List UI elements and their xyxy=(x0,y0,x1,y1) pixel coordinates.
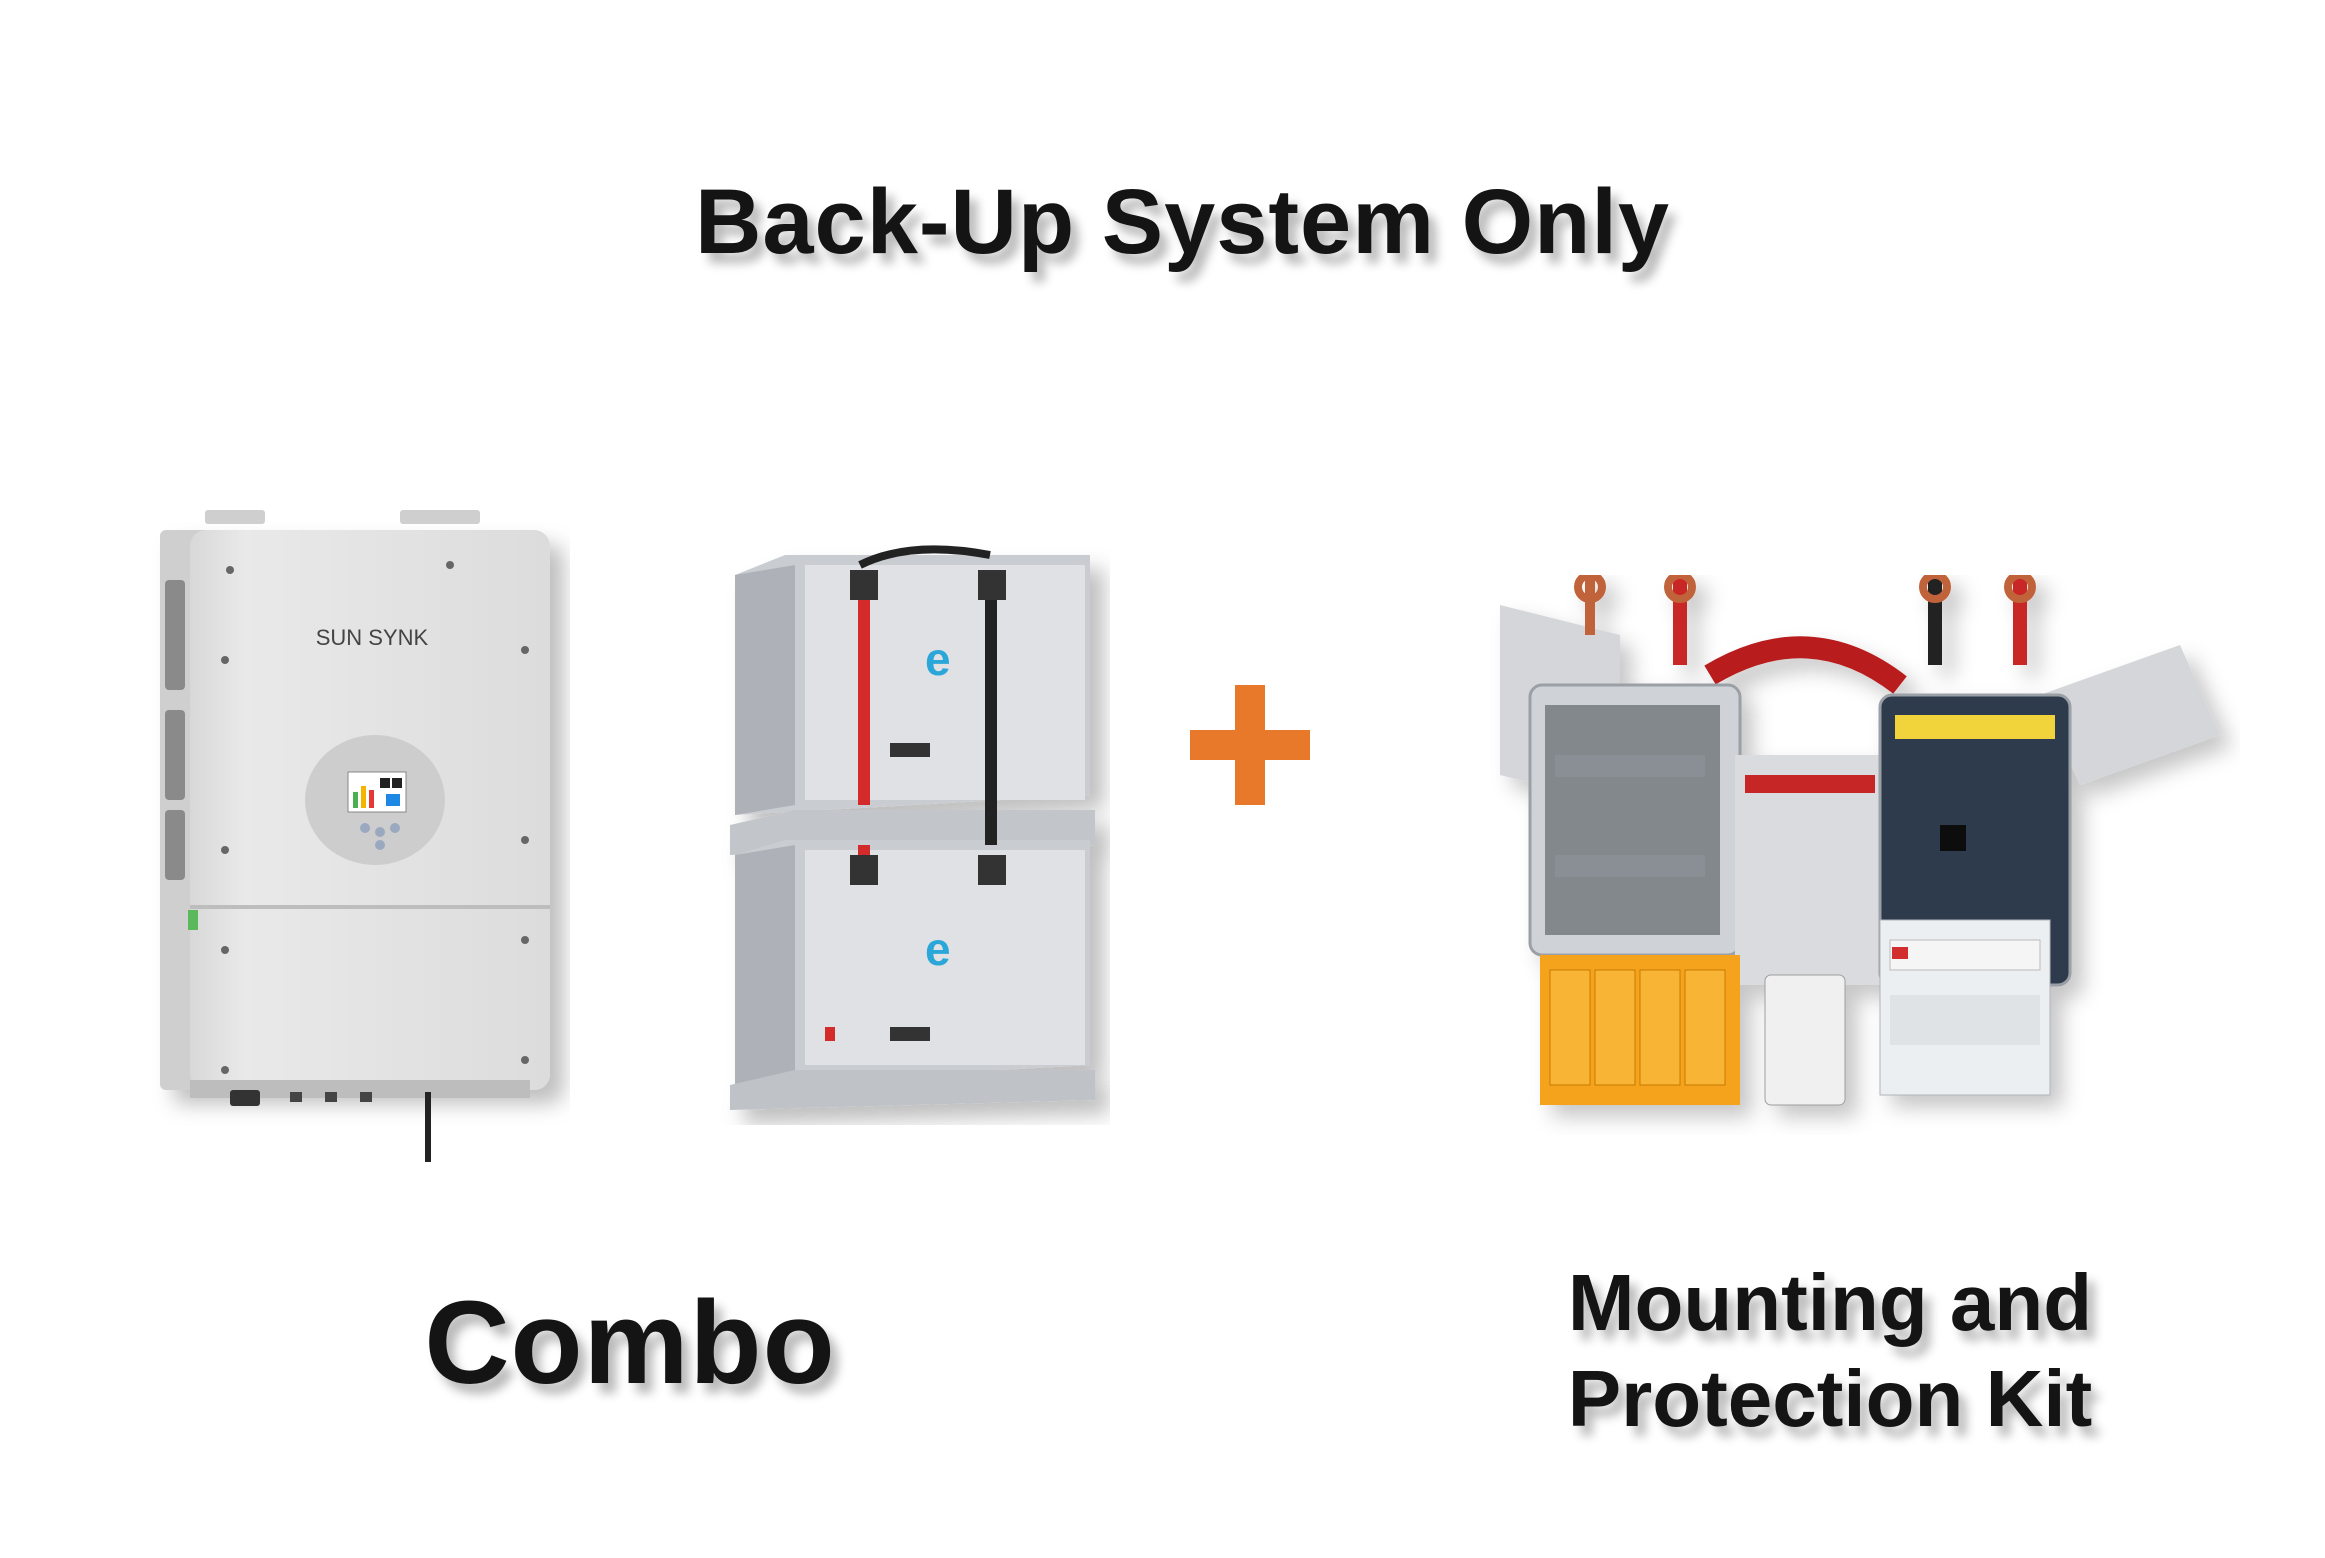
battery-image: e e xyxy=(730,545,1095,1110)
page-title: Back-Up System Only xyxy=(694,171,1671,273)
svg-text:e: e xyxy=(925,923,951,975)
protection-kit-label: Mounting and Protection Kit xyxy=(1480,1255,2180,1447)
protection-kit-label-line1: Mounting and xyxy=(1567,1258,2093,1347)
protection-kit-image xyxy=(1500,575,2220,1106)
plus-icon xyxy=(1190,685,1310,805)
combo-label: Combo xyxy=(424,1277,836,1409)
protection-kit-label-line2: Protection Kit xyxy=(1567,1354,2093,1443)
inverter-image: SUN SYNK xyxy=(160,510,550,1162)
svg-text:e: e xyxy=(925,633,951,685)
inverter-brand: SUN SYNK xyxy=(316,625,429,650)
